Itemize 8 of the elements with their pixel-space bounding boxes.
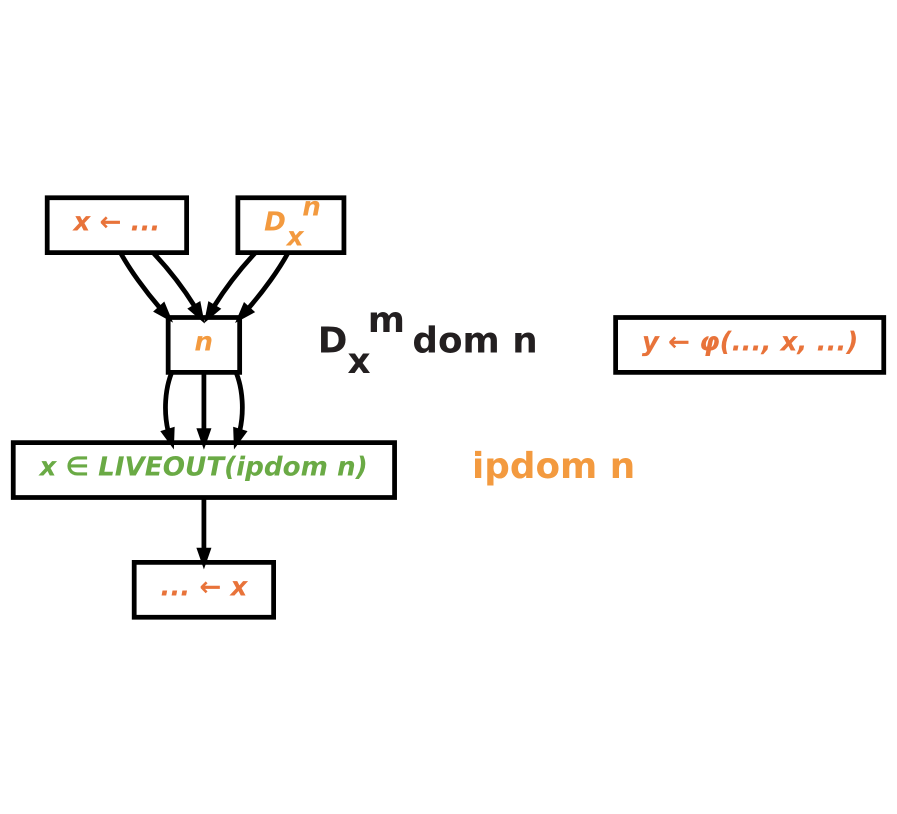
arrow [196, 497, 212, 569]
arrow [196, 372, 212, 450]
node-box: x ← ... [44, 194, 190, 254]
node-box: n [166, 314, 242, 374]
node-box: y ← φ(..., x, ...) [613, 314, 886, 374]
node-box: x ∈ LIVEOUT(ipdom n) [10, 440, 397, 500]
node-box: ... ← x [132, 560, 276, 620]
node-label: ipdom n [472, 445, 636, 486]
